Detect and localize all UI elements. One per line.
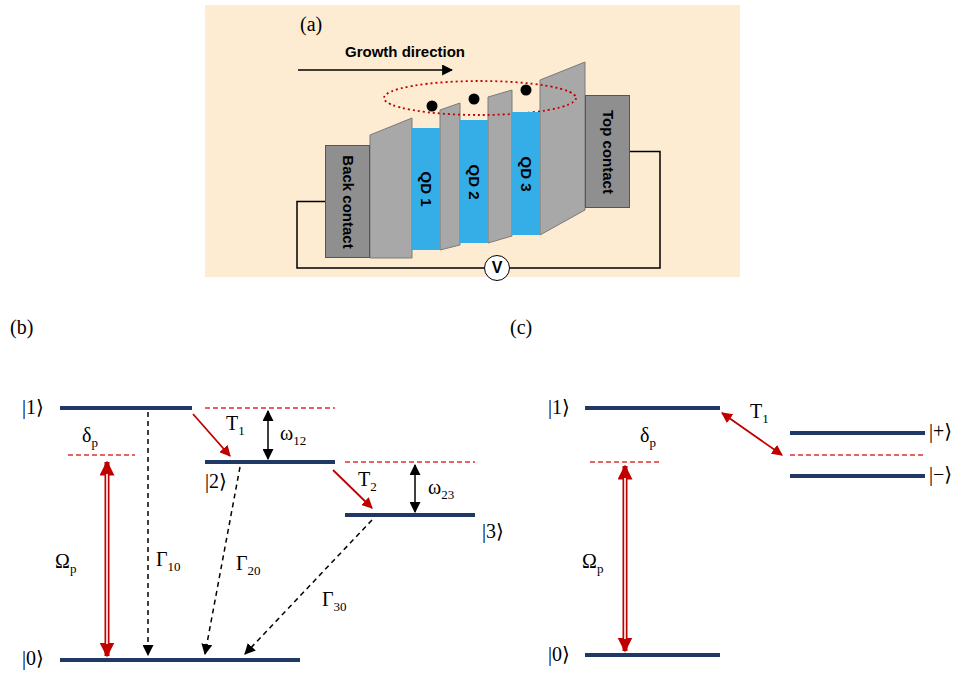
symbol: ω	[280, 422, 293, 444]
meter-letter: V	[492, 259, 503, 277]
state-label: |1⟩	[22, 396, 44, 419]
symbol: Ω	[582, 550, 597, 572]
quantum-dot: QD 1	[412, 128, 440, 250]
detuning-label: δp	[640, 424, 656, 447]
subscript: 2	[370, 479, 377, 494]
rabi-label: Ωp	[55, 550, 76, 573]
symbol: ω	[428, 476, 441, 498]
panel: Back contact QD 1 QD 2 QD 3 Top contactV (a) G…	[205, 5, 740, 277]
symbol: Γ	[322, 588, 334, 610]
tunnel-arrows	[193, 413, 782, 508]
quantum-dot: QD 2	[460, 120, 488, 243]
splitting-arrows	[268, 411, 415, 512]
subscript: 30	[334, 599, 347, 614]
rabi-label: Ωp	[582, 550, 603, 573]
panel-letter: (a)	[300, 13, 322, 36]
symbol: T	[750, 400, 762, 422]
decay-label: Γ30	[322, 588, 347, 611]
subscript: 23	[441, 487, 454, 502]
state-label: |0⟩	[22, 647, 44, 670]
barriers	[370, 62, 585, 258]
symbol: T	[358, 468, 370, 490]
panel-ground	[205, 5, 740, 277]
state-label: |3⟩	[482, 520, 504, 543]
contact-box: Back contact	[325, 145, 370, 258]
growth-arrow	[298, 69, 452, 71]
decay-arrows	[148, 412, 372, 655]
subscript: 12	[293, 433, 306, 448]
splitting-label: ω23	[428, 476, 454, 499]
symbol: δ	[640, 424, 649, 446]
voltmeter-symbol: V	[484, 255, 510, 281]
tunnel-label: T1	[226, 412, 245, 435]
panel-letter: (c)	[510, 316, 532, 339]
decay-label: Γ10	[156, 548, 181, 571]
splitting-label: ω12	[280, 422, 306, 445]
region-name: Back contact	[339, 155, 356, 248]
quantum-dot: QD 3	[512, 112, 540, 235]
symbol: T	[226, 412, 238, 434]
subscript: p	[597, 561, 604, 576]
region-name: QD 3	[517, 156, 534, 191]
detuning-label: δp	[82, 424, 98, 447]
panel-letter: (b)	[10, 316, 33, 339]
tunnel-label: T2	[358, 468, 377, 491]
region-name: Top contact	[599, 110, 616, 194]
energy-levels	[60, 408, 925, 660]
subscript: p	[91, 435, 98, 450]
decay-label: Γ20	[236, 552, 261, 575]
region-name: QD 2	[465, 164, 482, 199]
state-label: |0⟩	[548, 643, 570, 666]
detuning-lines	[68, 408, 925, 462]
symbol: Γ	[156, 548, 168, 570]
state-label: |1⟩	[548, 396, 570, 419]
state-label: |2⟩	[205, 470, 227, 493]
state-label: |+⟩	[929, 420, 952, 443]
state-label: |−⟩	[929, 463, 952, 486]
coupling-ellipse	[384, 81, 576, 115]
symbol: Ω	[55, 550, 70, 572]
tunnel-label: T1	[750, 400, 769, 423]
pump-arrows	[107, 462, 625, 656]
electrons	[427, 85, 532, 112]
subscript: p	[70, 561, 77, 576]
region-name: QD 1	[417, 171, 434, 206]
contact-box: Top contact	[585, 95, 630, 208]
symbol: δ	[82, 424, 91, 446]
subscript: p	[649, 435, 656, 450]
subscript: 10	[168, 559, 181, 574]
subscript: 1	[762, 411, 769, 426]
subscript: 20	[248, 563, 261, 578]
symbol: Γ	[236, 552, 248, 574]
axis-label: Growth direction	[345, 43, 465, 60]
subscript: 1	[238, 423, 245, 438]
